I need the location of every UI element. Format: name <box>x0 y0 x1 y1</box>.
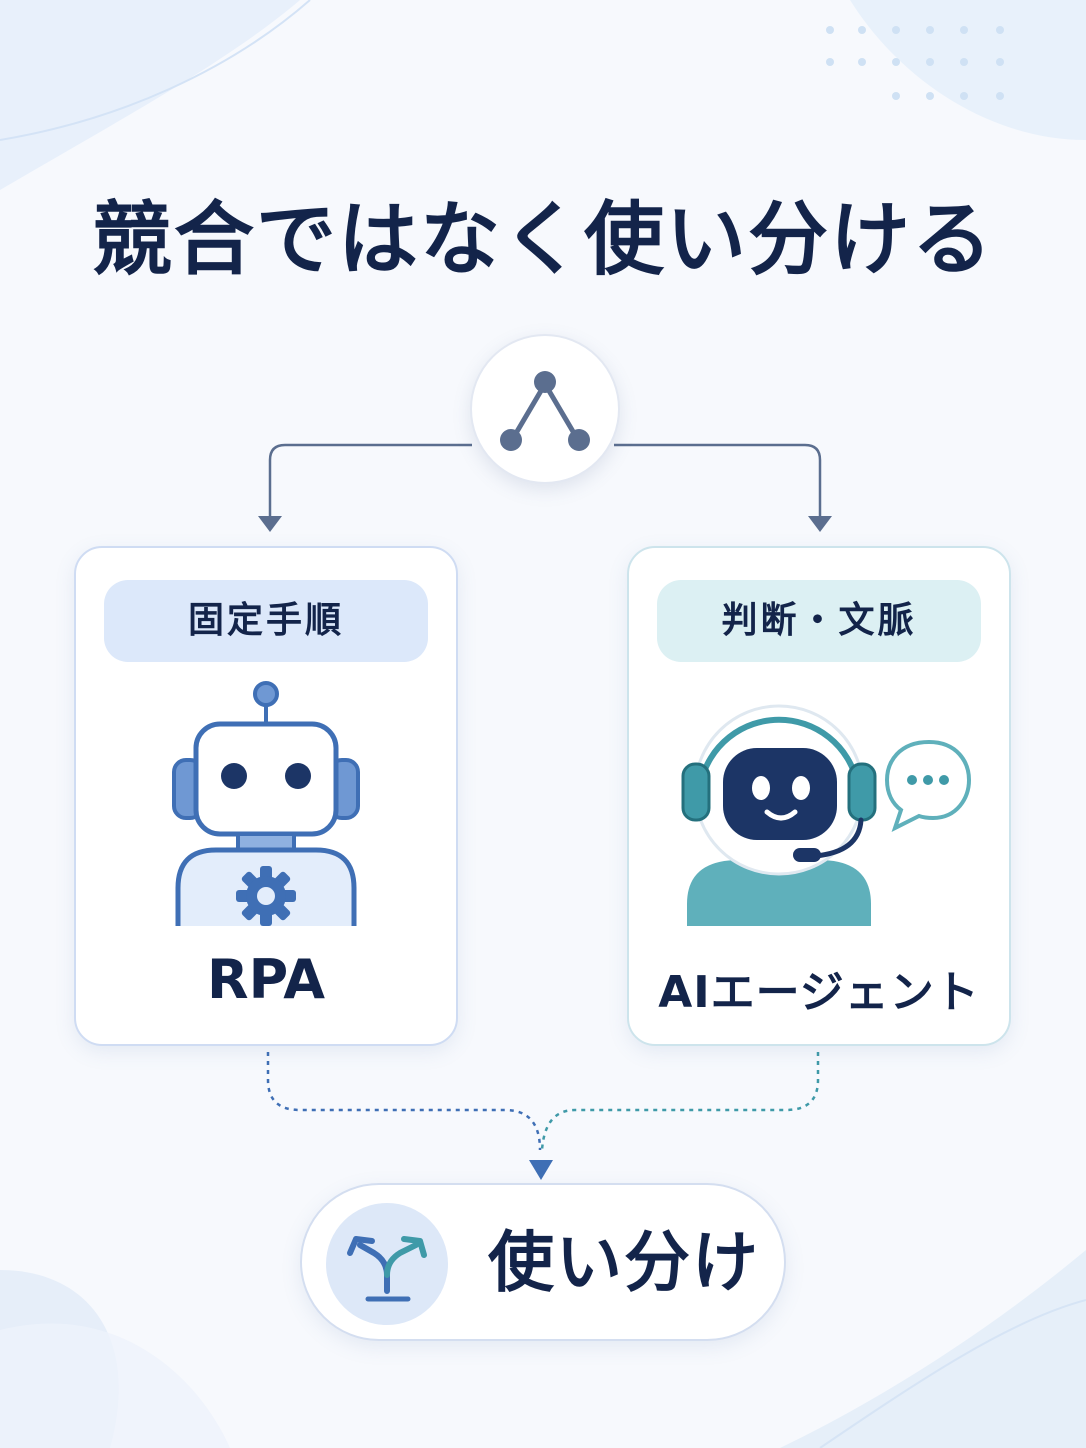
fork-arrows-badge <box>326 1203 448 1325</box>
page-title: 競合ではなく使い分ける <box>92 193 994 286</box>
use-case-split-label: 使い分け <box>488 1224 760 1301</box>
dotted-connector-agent <box>540 1052 820 1151</box>
ai-agent-headset-icon <box>681 704 972 926</box>
branch-split-icon <box>500 371 590 451</box>
connector-to-agent <box>614 443 822 516</box>
branch-hub <box>470 334 620 484</box>
connector-to-rpa <box>268 443 472 516</box>
rpa-card: 固定手順 RPA <box>74 546 458 1046</box>
rpa-robot-icon <box>172 681 360 926</box>
judgment-context-tag: 判断・文脈 <box>657 580 981 662</box>
ai-agent-label: AIエージェント <box>658 967 980 1018</box>
arrowhead-to-result <box>529 1160 553 1180</box>
use-case-split-result: 使い分け <box>300 1183 786 1341</box>
fork-arrows-icon <box>347 1236 427 1302</box>
ai-agent-card: 判断・文脈 AIエージェント <box>627 546 1011 1046</box>
arrowhead-to-agent <box>808 516 832 532</box>
arrowhead-to-rpa <box>258 516 282 532</box>
rpa-label: RPA <box>207 948 325 1011</box>
speech-bubble-icon <box>884 739 972 832</box>
fixed-procedure-tag: 固定手順 <box>104 580 428 662</box>
dotted-connector-rpa <box>266 1052 542 1151</box>
